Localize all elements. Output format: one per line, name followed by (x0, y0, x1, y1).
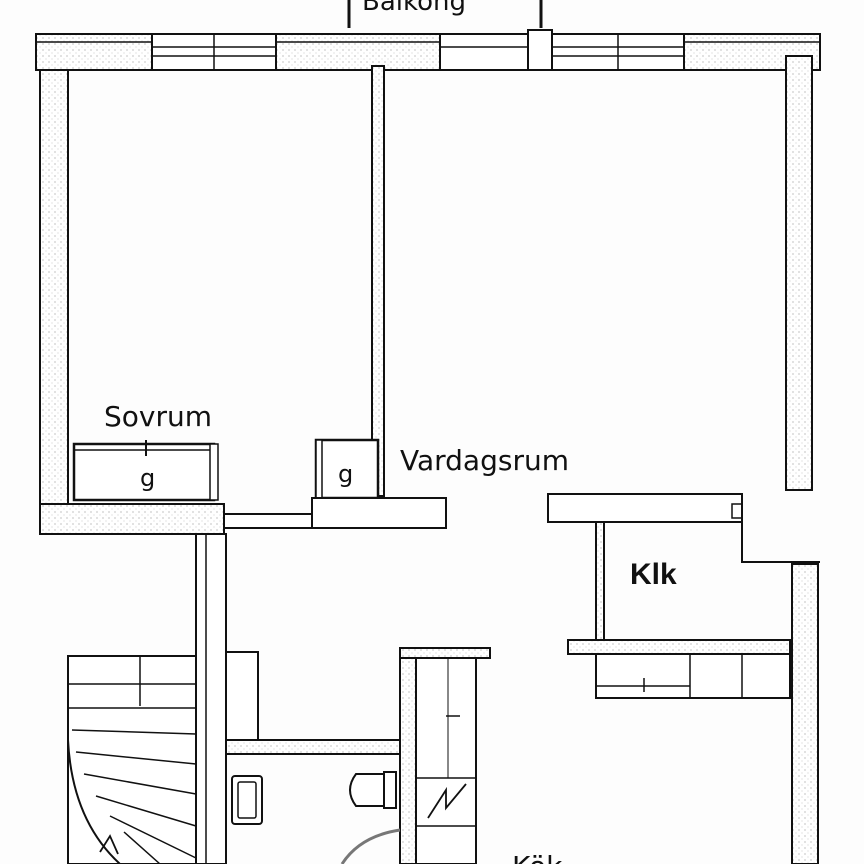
wall-bathroom-top (225, 739, 407, 755)
window-bedroom (151, 33, 277, 71)
wall-living-bottom-left (311, 497, 447, 529)
balcony: Balkong (347, 0, 543, 28)
bathroom-sink (231, 775, 263, 825)
exterior-wall-right-lower (791, 563, 819, 864)
walk-in-closet-label: Klk (630, 558, 677, 591)
bedroom-wardrobe-label: g (140, 464, 155, 492)
wall-hall-top (223, 513, 313, 529)
wall-bedroom-bottom (39, 503, 225, 535)
bedroom-wardrobe: g (72, 440, 219, 502)
wall-bathroom-right (399, 649, 417, 864)
exterior-wall-right (785, 55, 813, 491)
wall-hall-left (195, 533, 227, 864)
bedroom-label: Sovrum (104, 400, 212, 433)
balcony-label: Balkong (362, 0, 466, 17)
staircase (67, 655, 197, 864)
window-living (439, 33, 529, 71)
wall-living-bottom-right (547, 493, 743, 523)
kitchen-tall-cabinets (415, 657, 477, 864)
wall-kitchen-top (399, 647, 491, 659)
hall-closet (225, 651, 259, 743)
wall-closet-bottom (567, 639, 791, 655)
living-wardrobe: g (314, 438, 380, 500)
toilet (349, 771, 397, 809)
partition-bedroom-living (371, 65, 385, 497)
kitchen-cabinets (595, 653, 791, 699)
kitchen-label: Kök (512, 850, 563, 864)
bathroom-door-arc (340, 828, 401, 864)
living-wardrobe-label: g (338, 460, 353, 488)
living-room-label: Vardagsrum (400, 444, 569, 477)
exterior-wall-left (39, 69, 69, 511)
exterior-wall-top (35, 29, 821, 71)
window-living-right (551, 33, 685, 71)
walk-in-closet: Klk (595, 521, 677, 643)
